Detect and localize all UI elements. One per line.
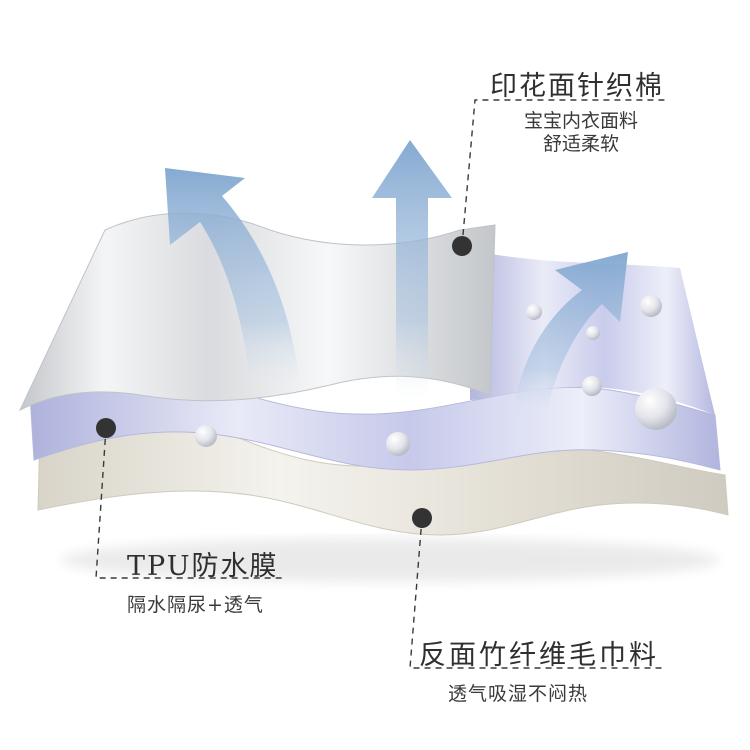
marker-dot-top-layer (452, 236, 472, 256)
arrow-right-curved (512, 252, 628, 420)
callout-line-top (461, 99, 668, 247)
marker-dot-middle-layer (96, 418, 116, 438)
moisture-bubble (582, 376, 602, 396)
layer-description-bottom: 透气吸湿不闷热 (448, 683, 589, 705)
ground-shadow (60, 538, 720, 582)
callout-line-left (95, 427, 286, 579)
moisture-bubble (635, 388, 677, 430)
moisture-bubble (526, 304, 542, 320)
marker-dot-bottom-layer (412, 508, 432, 528)
arrow-left-curved (165, 168, 300, 388)
arrow-center-up (372, 140, 452, 400)
moisture-bubble (640, 295, 662, 317)
moisture-bubble (586, 326, 600, 340)
layer-description-line: 宝宝内衣面料 (523, 110, 638, 132)
layer-description-line: 舒适柔软 (542, 133, 619, 155)
layer-description-top: 宝宝内衣面料 舒适柔软 (506, 110, 656, 156)
moisture-bubble (195, 425, 217, 447)
layer-title-top: 印花面针织棉 (490, 71, 664, 102)
layer-description-middle: 隔水隔尿+透气 (127, 594, 264, 616)
layer-title-middle: TPU防水膜 (127, 551, 279, 582)
moisture-bubble (386, 432, 410, 456)
layer-title-bottom: 反面竹纤维毛巾料 (419, 640, 659, 671)
